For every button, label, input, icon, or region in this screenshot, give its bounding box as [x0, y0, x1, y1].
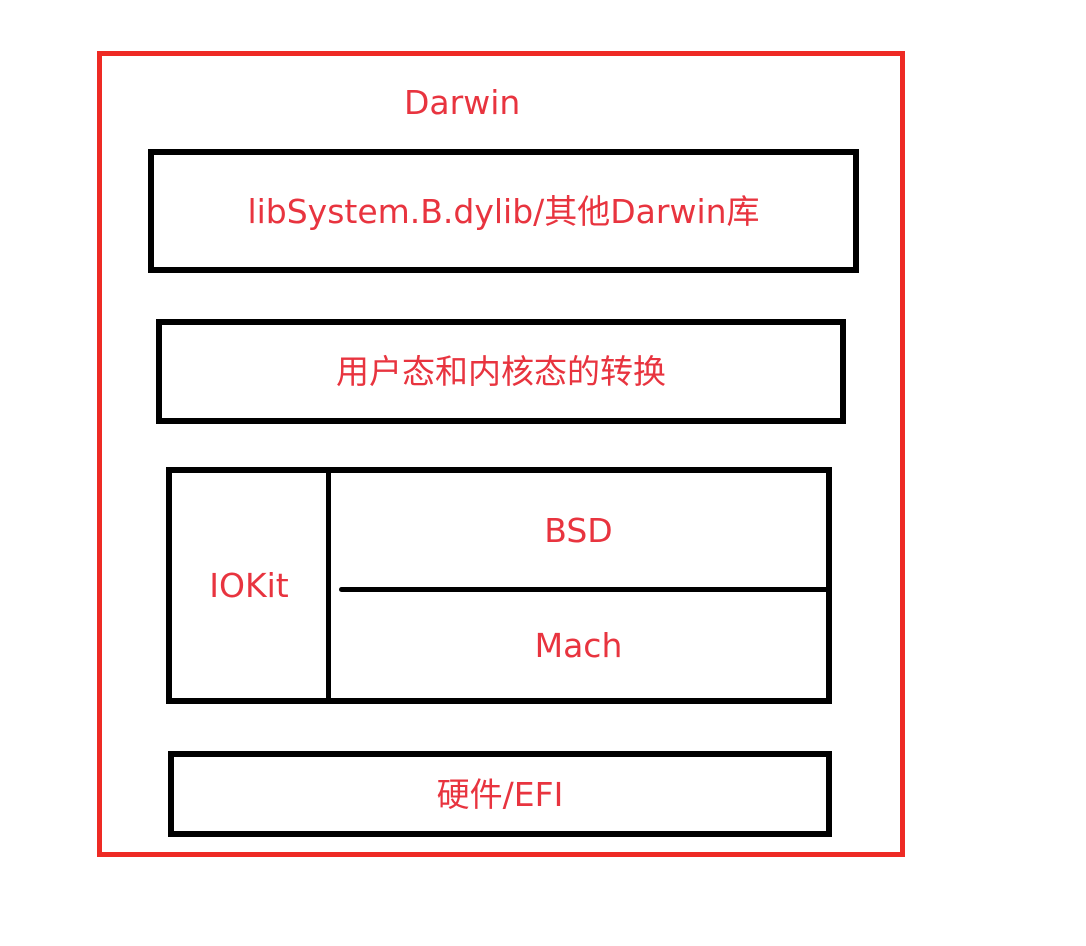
libsystem-layer-label: libSystem.B.dylib/其他Darwin库 [247, 191, 760, 231]
diagram-title: Darwin [404, 83, 521, 122]
user-kernel-transition-label: 用户态和内核态的转换 [336, 352, 666, 391]
libsystem-layer-box: libSystem.B.dylib/其他Darwin库 [148, 149, 859, 273]
kernel-vertical-divider [326, 473, 331, 698]
kernel-horizontal-divider [339, 587, 829, 592]
iokit-label: IOKit [209, 566, 289, 605]
kernel-box: IOKit BSD Mach [166, 467, 832, 704]
bsd-cell: BSD [331, 473, 826, 587]
iokit-cell: IOKit [172, 473, 326, 698]
hardware-layer-label: 硬件/EFI [436, 774, 564, 814]
mach-cell: Mach [331, 592, 826, 698]
darwin-container [97, 51, 905, 857]
bsd-label: BSD [544, 510, 613, 550]
user-kernel-transition-box: 用户态和内核态的转换 [156, 319, 846, 424]
hardware-layer-box: 硬件/EFI [168, 751, 832, 837]
mach-label: Mach [534, 625, 623, 665]
